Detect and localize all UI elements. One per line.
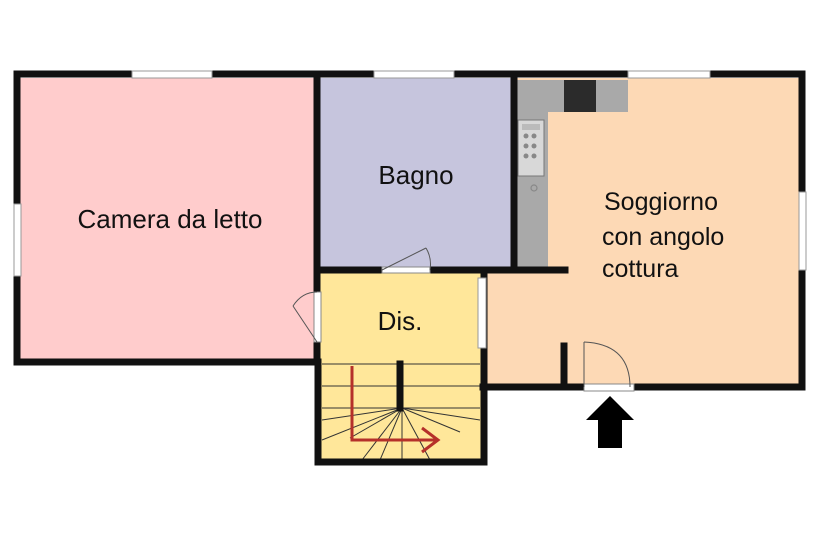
stair-direction-arrow [350, 366, 436, 442]
room-label-living-1: Soggiorno [604, 188, 718, 216]
room-living [512, 78, 800, 388]
room-label-hallway: Dis. [378, 306, 423, 336]
room-label-bedroom: Camera da letto [78, 204, 263, 234]
stairs-icon [321, 363, 481, 461]
room-bathroom [318, 78, 512, 272]
room-label-living-2: con angolo [602, 223, 724, 251]
stair-arrowhead [421, 426, 441, 454]
stove-icon [564, 80, 596, 112]
room-bedroom [20, 78, 318, 362]
sink-icon [517, 119, 545, 192]
entrance-arrow-icon [586, 396, 634, 448]
room-label-bathroom: Bagno [378, 160, 453, 190]
room-living-lower [482, 272, 518, 388]
room-label-living-3: cottura [602, 255, 679, 283]
door-icon [292, 247, 635, 392]
kitchen-counter [514, 80, 628, 268]
window-icon [13, 70, 807, 349]
